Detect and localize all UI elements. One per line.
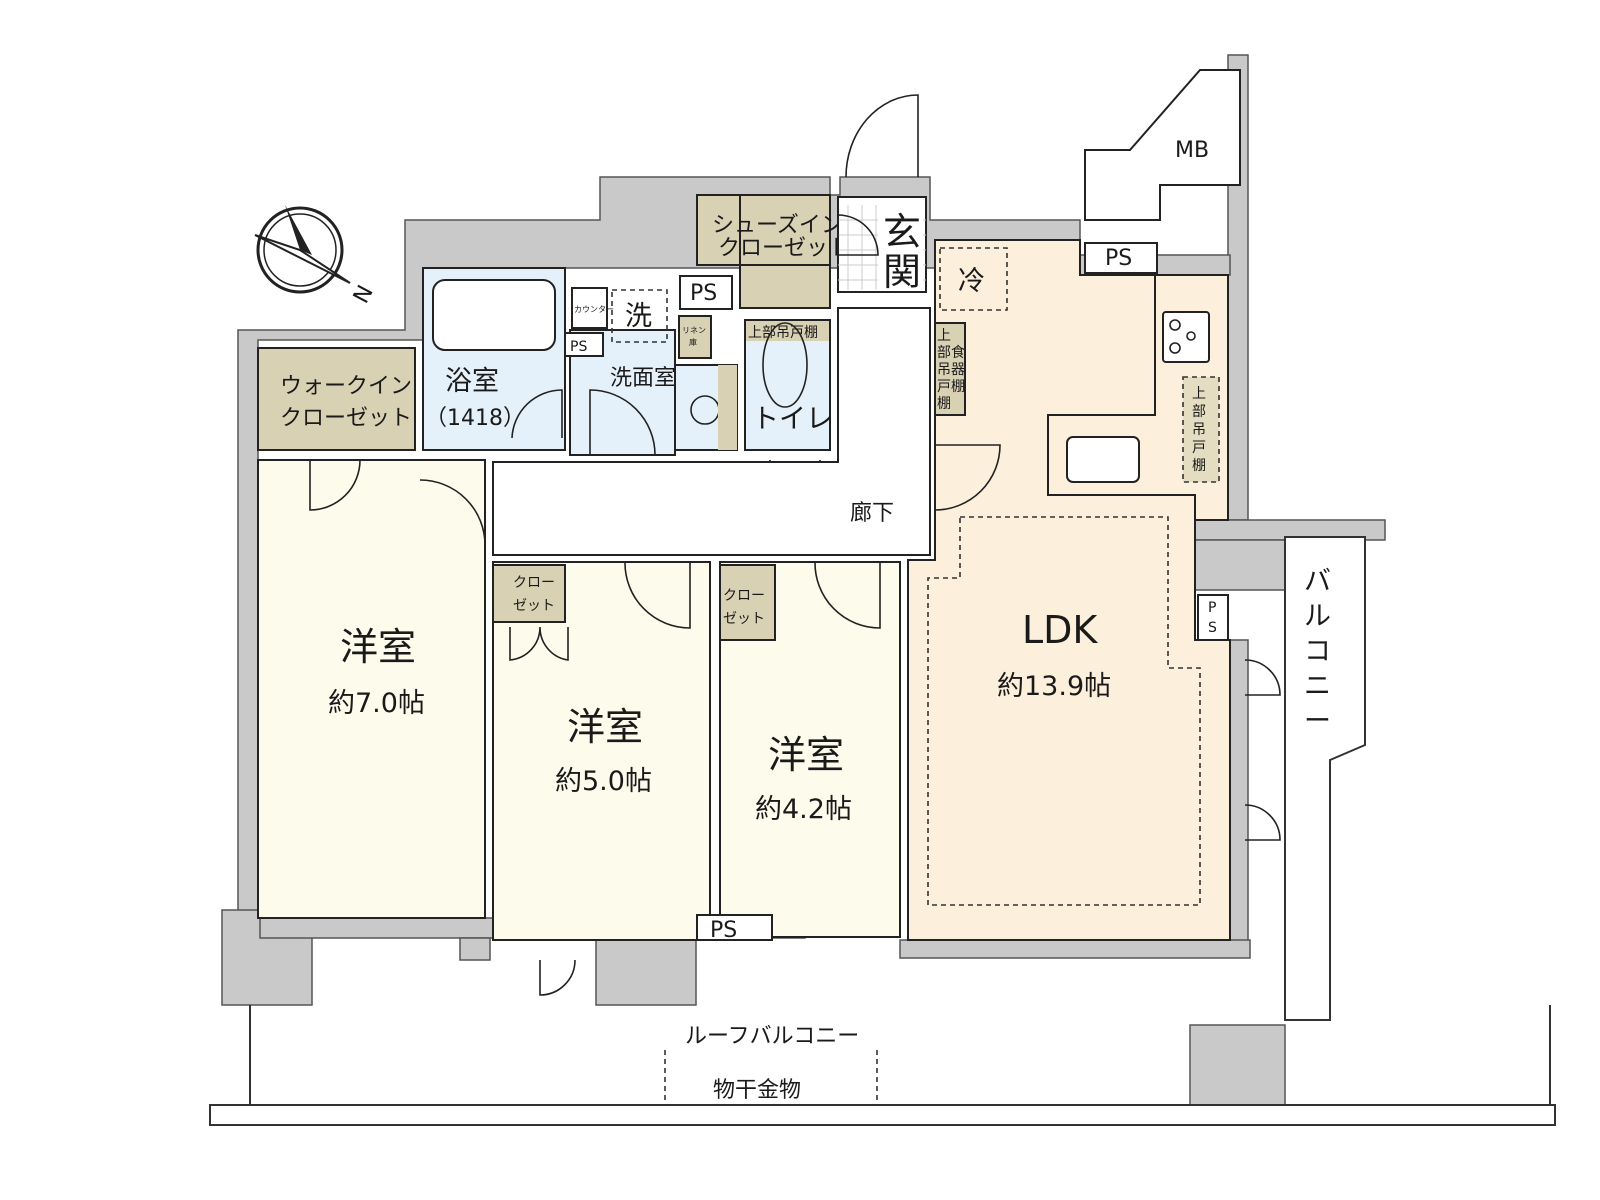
hallway <box>492 307 931 556</box>
shelf-char: 上 <box>937 328 951 344</box>
closet-label: ゼット <box>723 611 765 627</box>
closet-2 <box>492 564 566 623</box>
hallway-label: 廊下 <box>850 501 894 526</box>
closet-label: クロー <box>513 575 555 591</box>
roof-balcony: ルーフバルコニー 物干金物 <box>209 959 1556 1126</box>
walk-in-closet-label-1: ウォークイン <box>280 374 412 399</box>
ps-label: PS <box>710 918 737 943</box>
shelf-char: 部 <box>937 345 951 361</box>
western-room-7 <box>257 459 486 919</box>
closet-label: クロー <box>723 588 765 604</box>
ldk-label: LDK <box>1022 608 1098 652</box>
room-size: 約7.0帖 <box>328 688 425 719</box>
bathtub-icon <box>432 279 556 351</box>
shelf-char: 部 <box>1192 404 1206 420</box>
shoe-closet <box>696 194 831 309</box>
room-name: 洋室 <box>567 705 643 749</box>
sink-icon <box>1066 436 1140 483</box>
linen-label-2: 庫 <box>689 337 697 347</box>
ps-label: PS <box>570 339 587 355</box>
shelf-char: 戸 <box>1192 440 1206 456</box>
linen-label-1: リネン <box>682 326 706 335</box>
shelf-char: 棚 <box>937 396 951 412</box>
ps-label: S <box>1208 620 1217 636</box>
front-door[interactable] <box>845 94 919 178</box>
entrance: 玄 関 <box>837 94 927 294</box>
shelf-char: 棚 <box>1192 458 1206 474</box>
counter-label: カウンター <box>574 305 614 314</box>
balcony-label: バ ル コ ニ ー <box>1304 566 1331 737</box>
linen-closet <box>678 315 712 359</box>
balcony-char: ニ <box>1304 671 1331 702</box>
shelf-char: 戸 <box>937 379 951 395</box>
western-room-5 <box>492 561 711 941</box>
balcony-char: コ <box>1304 636 1331 667</box>
toilet-label: トイレ <box>752 404 833 435</box>
balcony-char: ル <box>1304 601 1331 632</box>
bathroom-label: 浴室 <box>445 366 499 397</box>
toilet <box>744 319 831 451</box>
upper-cabinet-label: 上 部 吊 戸 棚 <box>1192 386 1206 474</box>
ldk-door[interactable] <box>934 444 1001 511</box>
meter-box: MB <box>1084 69 1241 221</box>
roof-balcony-label: ルーフバルコニー <box>685 1024 859 1049</box>
compass-icon: N <box>254 205 379 308</box>
balcony-char: ー <box>1304 706 1331 737</box>
room-size: 約5.0帖 <box>555 766 652 797</box>
closet-label: ゼット <box>513 598 555 614</box>
toilet-shelf-label: 上部吊戸棚 <box>748 325 818 341</box>
shelf-char: 吊 <box>937 362 951 378</box>
ps-label: P <box>1208 600 1216 616</box>
stove-icon <box>1162 311 1210 363</box>
washer-label: 洗 <box>625 301 652 332</box>
washroom-label: 洗面室 <box>610 366 676 391</box>
room-name: 洋室 <box>340 625 416 669</box>
room-size: 約4.2帖 <box>755 794 852 825</box>
shelf-char: 器 <box>951 362 965 378</box>
shoe-closet-label-1: シューズイン <box>712 213 843 238</box>
toilet-icon <box>762 322 808 408</box>
shelf-char: 棚 <box>951 379 965 395</box>
walk-in-closet-label-2: クローゼット <box>280 406 412 431</box>
shoe-closet-label-2: クローゼット <box>718 236 850 261</box>
entrance-label-1: 玄 <box>883 210 921 254</box>
entrance-label-2: 関 <box>883 250 921 294</box>
balcony <box>1284 536 1366 1021</box>
room-name: 洋室 <box>768 733 844 777</box>
shelf-char: 食 <box>951 344 965 361</box>
ps-label: PS <box>690 281 717 306</box>
ldk-size: 約13.9帖 <box>997 671 1111 702</box>
closet-3 <box>719 564 776 641</box>
ps-label: PS <box>1105 246 1132 271</box>
shelf-char: 吊 <box>1192 422 1206 438</box>
fridge-label: 冷 <box>958 266 985 297</box>
north-label: N <box>349 281 379 307</box>
kitchen-shelf <box>934 322 966 416</box>
bathroom-size: （1418） <box>425 406 525 431</box>
mb-label: MB <box>1175 138 1209 163</box>
kitchen-shelf-label: 上 部 吊 戸 棚 食 器 棚 <box>937 328 965 412</box>
clothes-hanger-label: 物干金物 <box>713 1078 801 1103</box>
shelf-char: 上 <box>1192 386 1206 402</box>
walk-in-closet <box>257 347 416 451</box>
balcony-char: バ <box>1304 566 1331 597</box>
